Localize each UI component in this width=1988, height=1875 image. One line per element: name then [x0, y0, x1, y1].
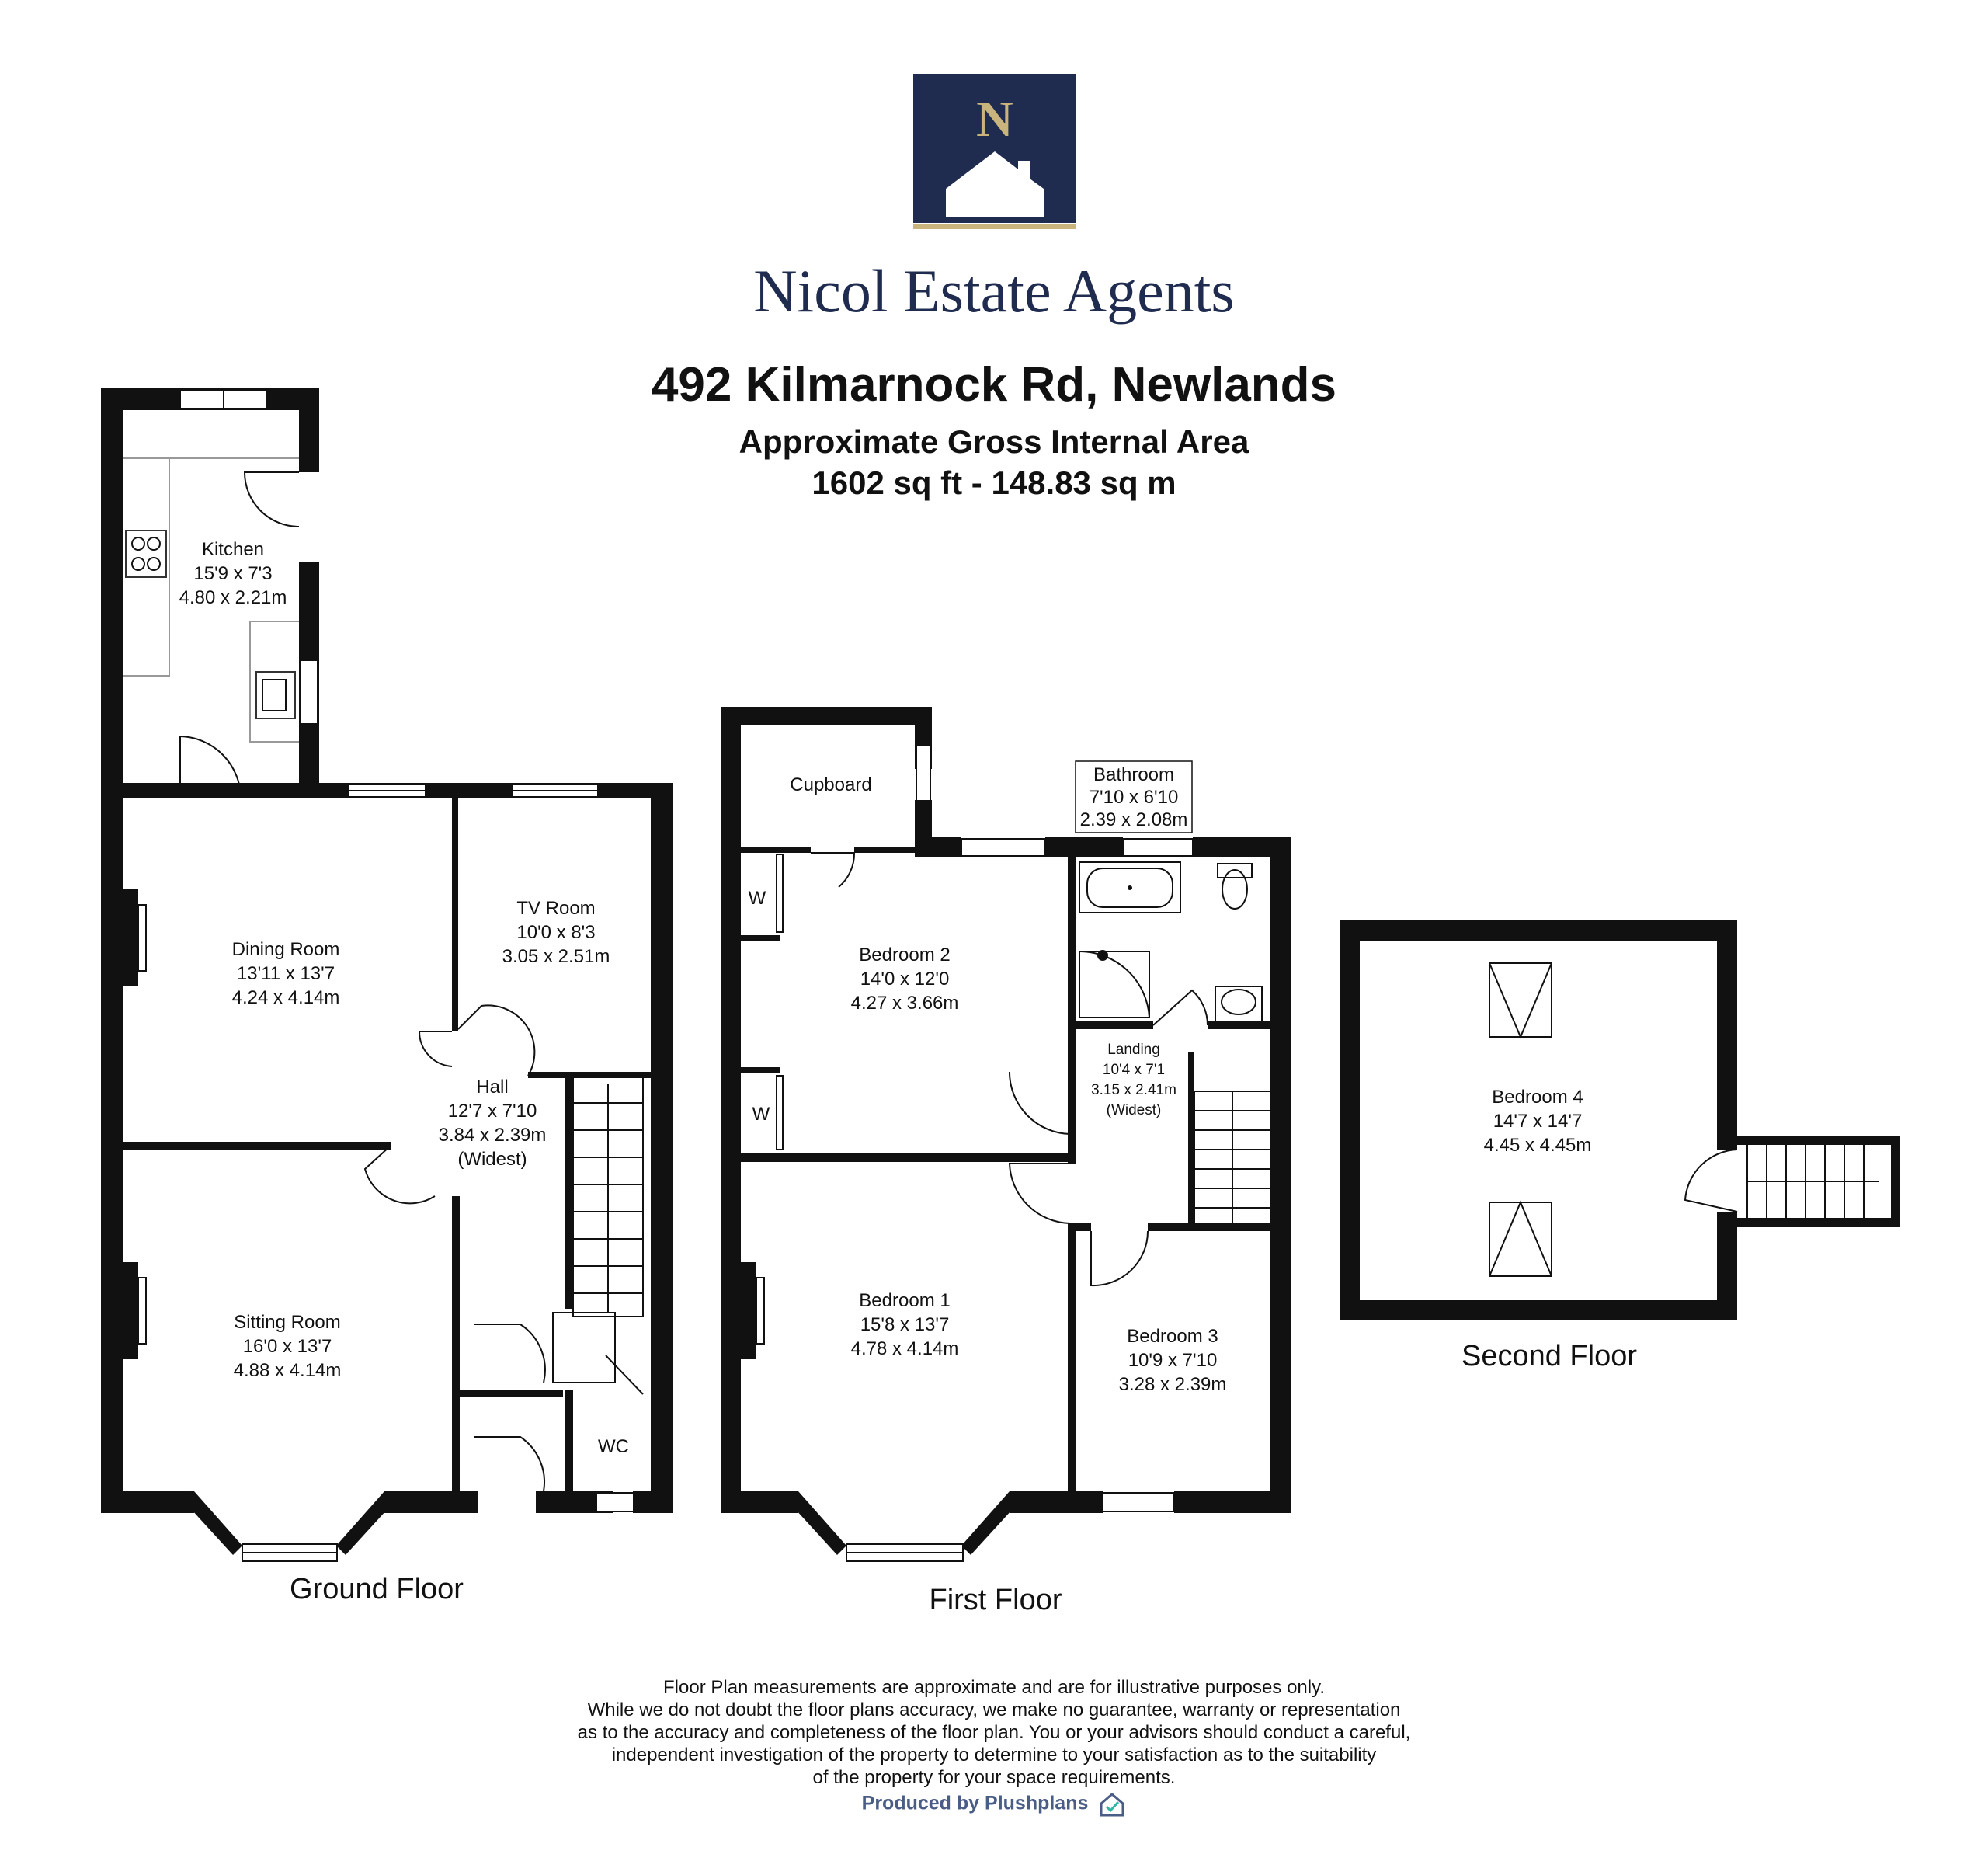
brand-name: Nicol Estate Agents: [753, 257, 1235, 325]
first-floor-bedroom2-imperial-text: 14'0 x 12'0: [860, 969, 950, 990]
ground-floor-tv-metric-text: 3.05 x 2.51m: [502, 946, 610, 967]
ground-floor-tv-name-text: TV Room: [516, 898, 595, 919]
first-floor-label: First Floor: [930, 1584, 1062, 1616]
ground-floor-kitchen-metric-text: 4.80 x 2.21m: [179, 587, 287, 608]
ground-floor-hall-metric-text: 3.84 x 2.39m: [439, 1125, 547, 1146]
second-floor-bedroom4-imperial-text: 14'7 x 14'7: [1493, 1111, 1583, 1132]
disclaimer-line: Floor Plan measurements are approximate …: [663, 1677, 1325, 1698]
ground-floor-hall-note-text: (Widest): [457, 1149, 527, 1170]
first-floor-landing-name-text: Landing: [1107, 1042, 1160, 1058]
second-floor-bedroom4-metric-text: 4.45 x 4.45m: [1484, 1135, 1592, 1156]
ground-floor-dining-metric-text: 4.24 x 4.14m: [232, 987, 340, 1008]
first-floor-bedroom1-name-text: Bedroom 1: [859, 1290, 950, 1311]
ground-floor-kitchen-imperial-text: 15'9 x 7'3: [193, 563, 272, 584]
produced-by-text: Produced by Plushplans: [861, 1792, 1089, 1814]
svg-text:N: N: [976, 91, 1013, 148]
first-floor-bedroom2-name-text: Bedroom 2: [859, 944, 950, 965]
first-floor-landing-metric-text: 3.15 x 2.41m: [1091, 1082, 1176, 1098]
first-floor-wardrobe-text: W: [752, 1104, 770, 1125]
second-floor-label: Second Floor: [1461, 1340, 1637, 1372]
produced-by: Produced by Plushplans: [777, 1791, 1211, 1818]
ground-floor-sitting-imperial-text: 16'0 x 13'7: [243, 1336, 332, 1357]
ground-floor-kitchen-name-text: Kitchen: [202, 539, 264, 560]
property-address: 492 Kilmarnock Rd, Newlands: [651, 358, 1337, 412]
first-floor-bedroom3-metric-text: 3.28 x 2.39m: [1119, 1374, 1227, 1395]
first-floor-landing-imperial-text: 10'4 x 7'1: [1103, 1062, 1165, 1078]
first-floor-bedroom1-metric-text: 4.78 x 4.14m: [851, 1338, 959, 1359]
ground-floor-hall-imperial-text: 12'7 x 7'10: [448, 1101, 537, 1122]
ground-floor-label: Ground Floor: [290, 1573, 464, 1605]
ground-floor-sitting-metric-text: 4.88 x 4.14m: [234, 1360, 342, 1381]
disclaimer-line: as to the accuracy and completeness of t…: [577, 1722, 1411, 1743]
first-floor-bathroom-metric-text: 2.39 x 2.08m: [1080, 809, 1188, 830]
first-floor-bedroom1-imperial-text: 15'8 x 13'7: [860, 1314, 950, 1335]
plushplans-logo-icon: [1100, 1793, 1124, 1817]
ground-floor-tv-imperial-text: 10'0 x 8'3: [516, 922, 595, 943]
disclaimer-line: independent investigation of the propert…: [611, 1745, 1377, 1765]
ground-floor-wc-name-text: WC: [598, 1436, 629, 1457]
brand-logo: N: [913, 74, 1076, 229]
first-floor-bedroom2-metric-text: 4.27 x 3.66m: [851, 993, 959, 1014]
second-floor-bedroom4-name-text: Bedroom 4: [1492, 1087, 1583, 1108]
disclaimer-line: While we do not doubt the floor plans ac…: [587, 1699, 1401, 1720]
first-floor-bedroom3-name-text: Bedroom 3: [1127, 1326, 1218, 1347]
second-floor-plan: Bedroom 4 14'7 x 14'7 4.45 x 4.45m: [1340, 920, 1900, 1320]
ground-floor-plan: Kitchen 15'9 x 7'3 4.80 x 2.21m Dining R…: [101, 388, 673, 1562]
ground-floor-dining-imperial-text: 13'11 x 13'7: [237, 963, 335, 984]
area-title: Approximate Gross Internal Area: [739, 423, 1249, 460]
ground-floor-hall-name-text: Hall: [476, 1077, 508, 1098]
first-floor-bedroom3-imperial-text: 10'9 x 7'10: [1128, 1350, 1218, 1371]
first-floor-wardrobe-text: W: [749, 888, 766, 909]
ground-floor-dining-name-text: Dining Room: [232, 939, 340, 960]
area-value: 1602 sq ft - 148.83 sq m: [812, 464, 1176, 501]
first-floor-plan: Bathroom 7'10 x 6'10 2.39 x 2.08m Cupboa…: [721, 707, 1291, 1562]
ground-floor-sitting-name-text: Sitting Room: [234, 1312, 340, 1333]
disclaimer-line: of the property for your space requireme…: [812, 1767, 1176, 1788]
first-floor-bathroom-imperial-text: 7'10 x 6'10: [1090, 787, 1179, 808]
disclaimer: Floor Plan measurements are approximate …: [388, 1676, 1600, 1789]
first-floor-bathroom-name-text: Bathroom: [1093, 764, 1174, 785]
first-floor-landing-note-text: (Widest): [1107, 1102, 1162, 1118]
first-floor-cupboard-name-text: Cupboard: [790, 774, 871, 795]
